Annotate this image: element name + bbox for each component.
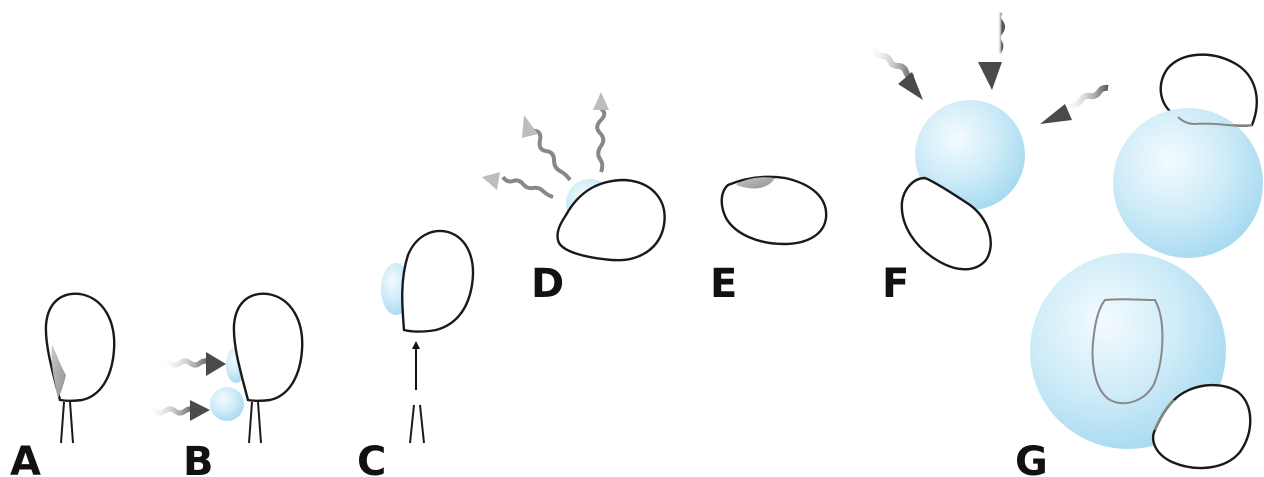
panel-e: E — [710, 177, 826, 307]
vesicle-b-bottom — [210, 387, 244, 421]
label-g: G — [1015, 439, 1048, 477]
wavy-arrow-f3 — [1040, 88, 1108, 124]
pipette-a — [61, 402, 73, 443]
label-b: B — [183, 439, 214, 477]
vesicle-g-top — [1113, 108, 1263, 258]
wavy-arrow-b1 — [160, 352, 226, 376]
cell-c — [402, 231, 473, 332]
panel-a: A — [10, 294, 114, 477]
label-c: C — [357, 439, 386, 477]
wavy-arrow-f1 — [866, 47, 923, 100]
cell-e — [722, 177, 826, 244]
cell-b — [234, 294, 302, 401]
label-f: F — [882, 261, 909, 307]
label-a: A — [10, 439, 41, 477]
label-d: D — [531, 261, 564, 307]
panel-f: F — [866, 12, 1108, 307]
pipette-b — [249, 402, 261, 443]
wavy-arrow-d3 — [593, 92, 609, 172]
label-e: E — [710, 261, 737, 307]
panel-d: D — [482, 92, 665, 307]
pipette-c — [410, 405, 424, 443]
panel-c: C — [357, 231, 473, 477]
wavy-arrow-d1 — [482, 172, 553, 197]
wavy-arrow-d2 — [522, 115, 570, 180]
wavy-arrow-f2 — [978, 12, 1002, 90]
wavy-arrow-b2 — [145, 400, 210, 421]
panel-b: B — [145, 294, 302, 477]
